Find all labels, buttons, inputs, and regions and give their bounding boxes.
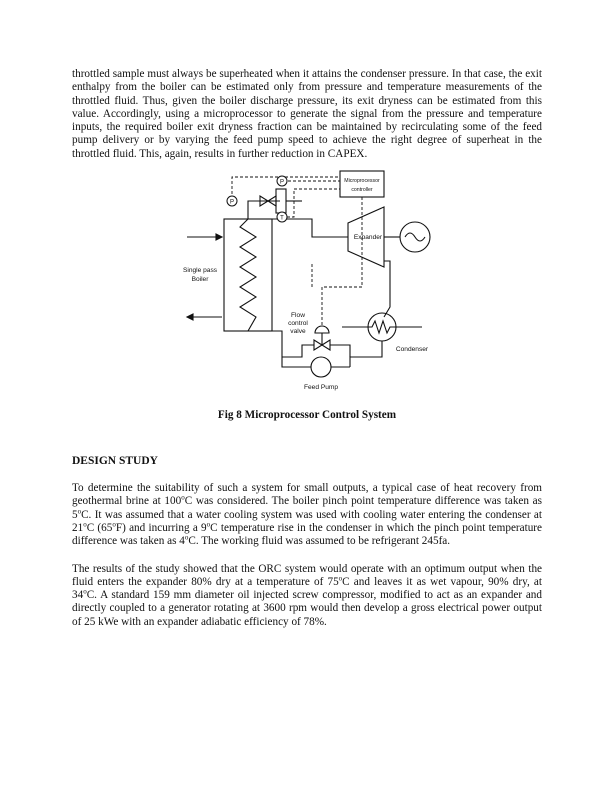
boiler-outlet-pipe	[247, 200, 280, 220]
sensor-t: T	[280, 216, 284, 222]
condenser-label: Condenser	[396, 346, 429, 353]
boiler-label-1: Single pass	[183, 267, 218, 274]
expander-shape	[347, 206, 385, 268]
pressure-sensor-icon-2	[276, 175, 288, 187]
design-paragraph-1: To determine the suitability of such a s…	[72, 482, 542, 548]
temperature-sensor-icon	[276, 211, 288, 223]
figure-caption: Fig 8 Microprocessor Control System	[217, 409, 397, 422]
feed-pump-label: Feed Pump	[304, 384, 338, 391]
page-body: throttled sample must always be superhea…	[72, 68, 542, 629]
generator-icon	[399, 221, 431, 253]
flow-label-3: valve	[290, 328, 306, 335]
throttle-valve-icon	[259, 195, 270, 208]
boiler-shape	[223, 218, 273, 332]
microprocessor-label-1: Microprocessor	[344, 178, 380, 184]
flow-control-valve-icon	[313, 339, 324, 352]
sensor-p-2: P	[280, 180, 284, 186]
figure-microprocessor-control: P P T Microprocessor controller Expander…	[72, 167, 542, 403]
feed-pump-icon	[310, 356, 332, 378]
sensor-p-1: P	[230, 200, 234, 206]
intro-paragraph: throttled sample must always be superhea…	[72, 68, 542, 160]
design-paragraph-2: The results of the study showed that the…	[72, 562, 542, 628]
microprocessor-label-2: controller	[351, 187, 373, 193]
boiler-coil	[238, 218, 258, 332]
control-system-diagram: P P T Microprocessor controller Expander…	[183, 170, 431, 391]
boiler-label-2: Boiler	[192, 276, 210, 283]
section-heading: DESIGN STUDY	[72, 455, 158, 468]
microprocessor-box	[339, 170, 385, 198]
flow-label-2: control	[288, 320, 308, 327]
expander-label: Expander	[354, 234, 383, 241]
flow-label-1: Flow	[291, 312, 305, 319]
pressure-sensor-icon	[226, 195, 238, 207]
